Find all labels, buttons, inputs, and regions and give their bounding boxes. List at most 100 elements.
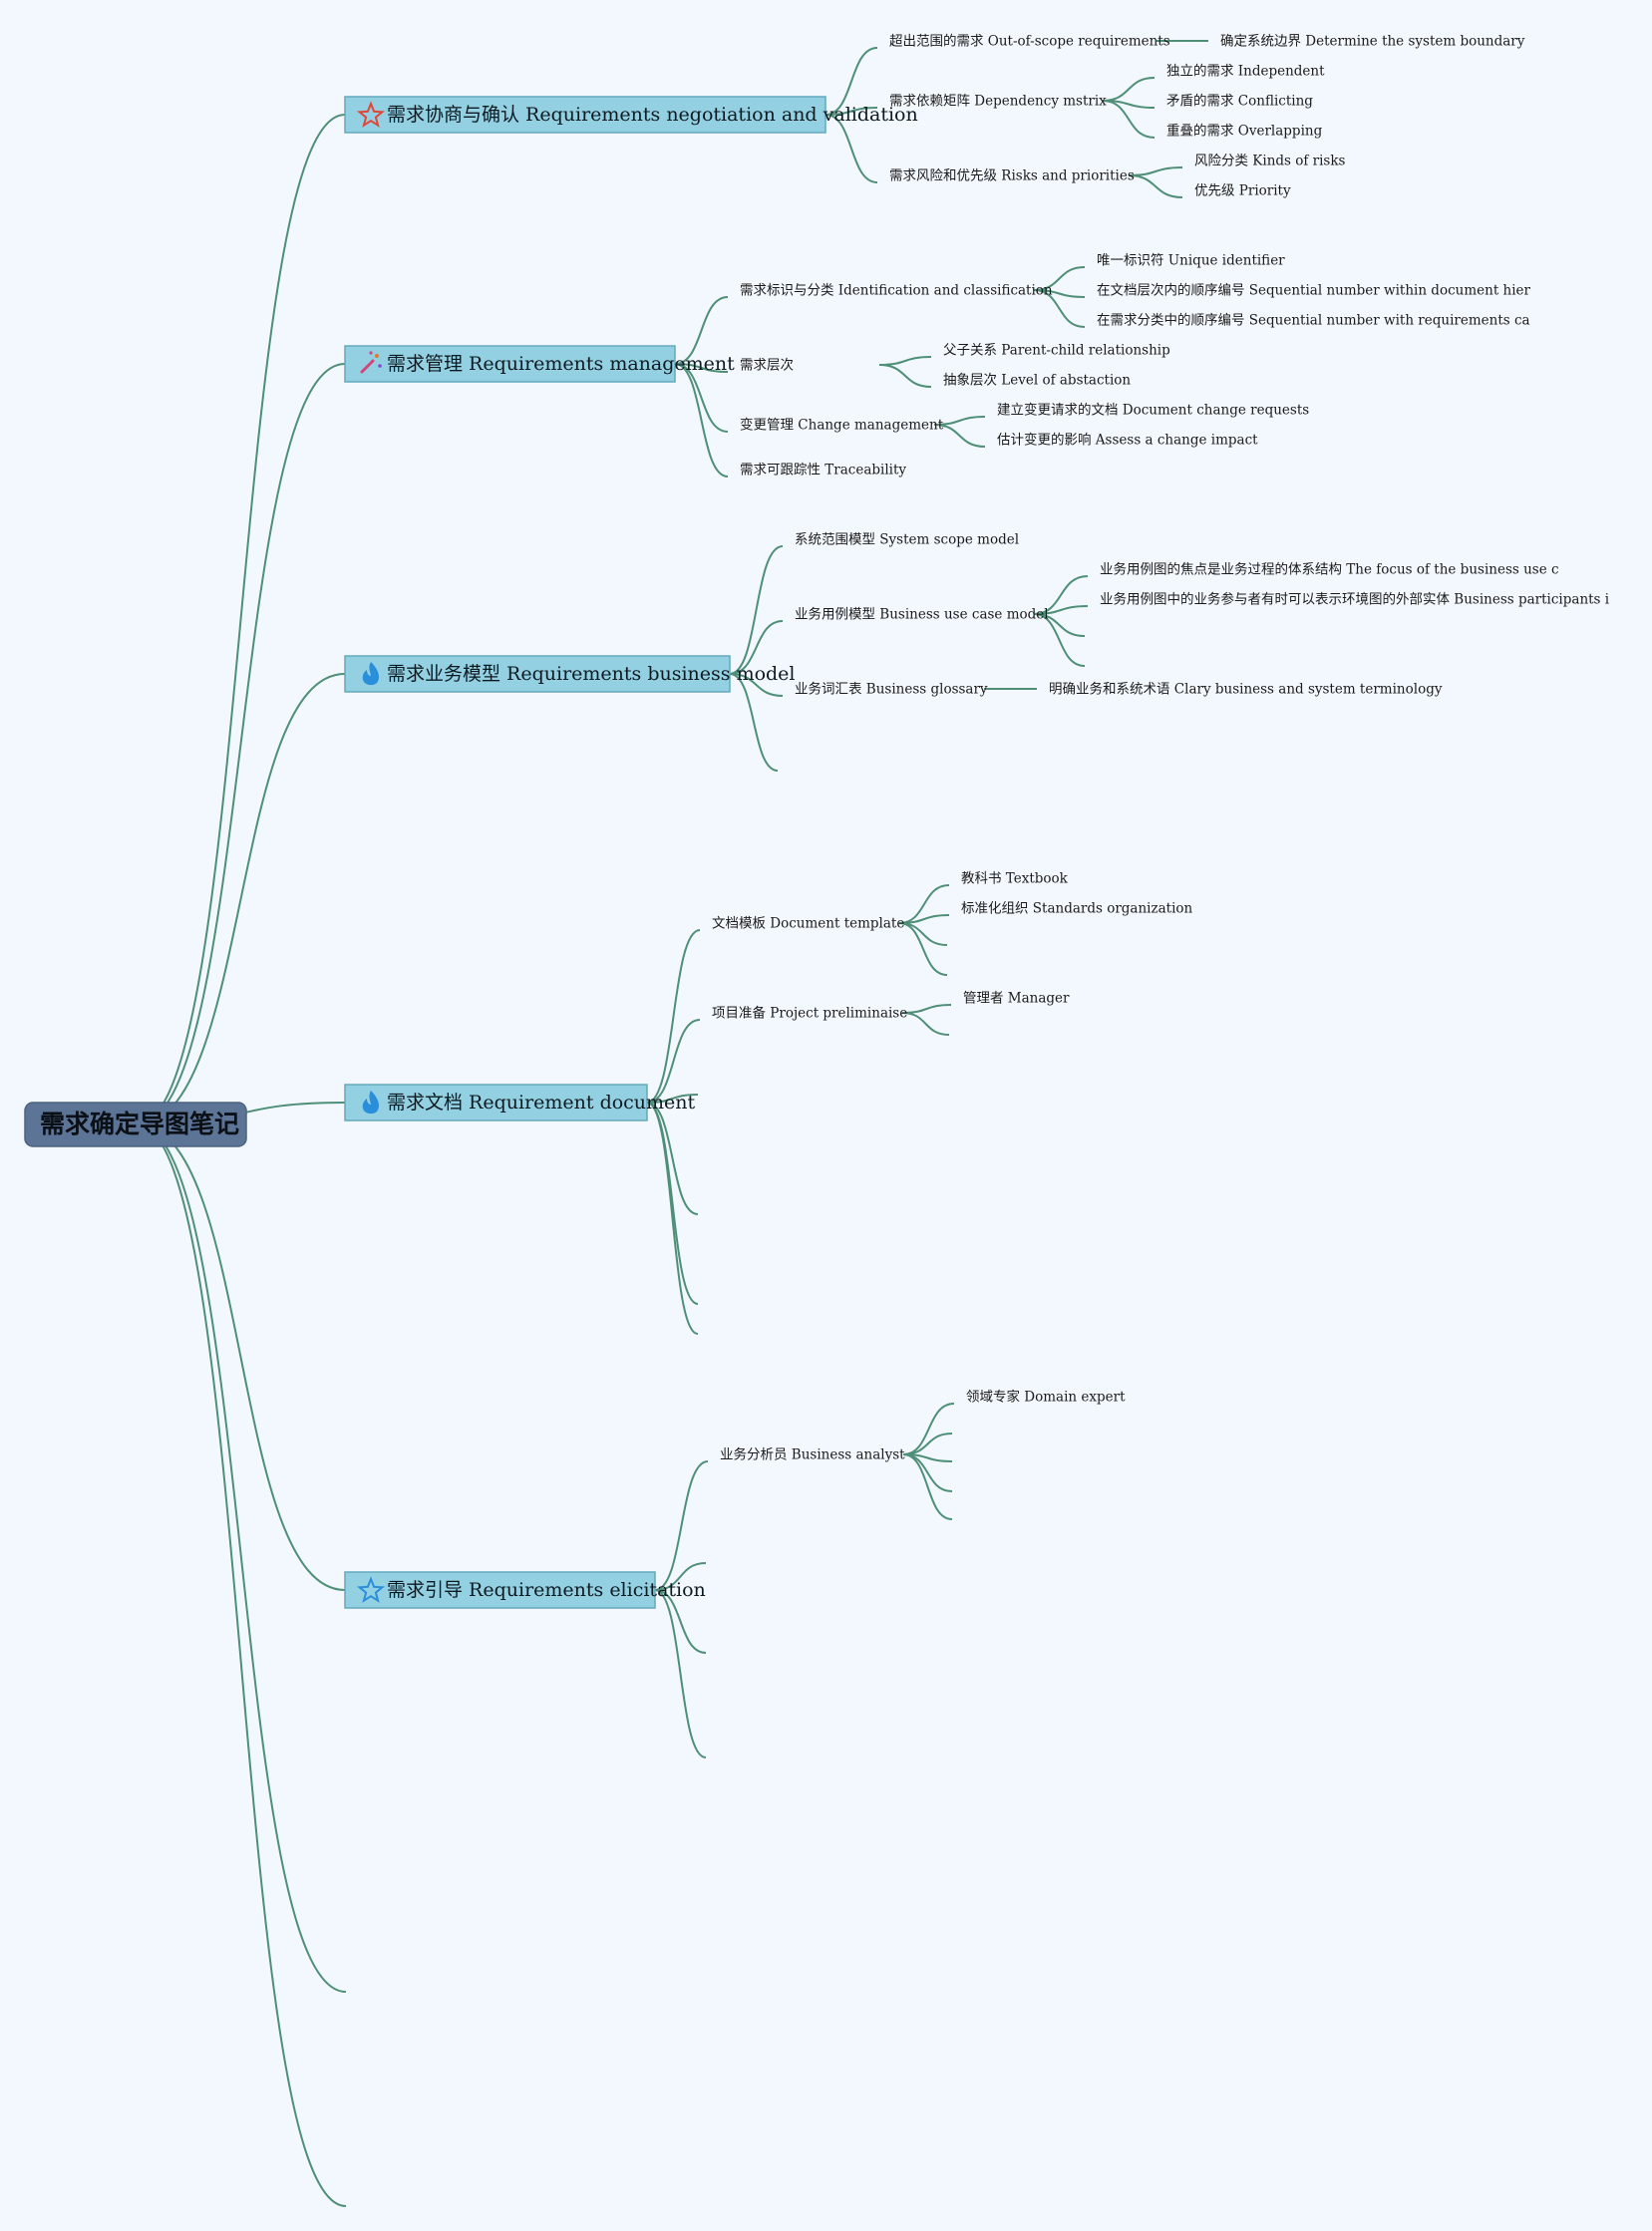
connector-business-model-3 [729,673,779,772]
connector-document-0-1 [898,914,950,924]
empty-topic-document-2[interactable] [686,1086,687,1087]
connector-document-5 [646,1102,699,1335]
root-connector-business-model [136,673,346,1125]
empty-subtopic-elicitation-0-4[interactable] [940,1510,941,1511]
root-node[interactable] [24,1102,247,1147]
connector-negotiation-2-0 [1128,166,1183,176]
empty-topic-document-4[interactable] [686,1295,687,1296]
subtopic-negotiation-2-1[interactable]: 优先级 Priority [1194,183,1291,199]
branch-node-management[interactable] [344,345,676,383]
connector-elicitation-2 [654,1589,707,1654]
empty-subtopic-document-1-1[interactable] [937,1026,938,1027]
subtopic-elicitation-0-0[interactable]: 领域专家 Domain expert [966,1389,1126,1406]
empty-subtopic-elicitation-0-2[interactable] [940,1452,941,1453]
empty-topic-elicitation-3[interactable] [694,1749,695,1750]
connector-management-1 [674,363,729,373]
subtopic-business-model-2-0[interactable]: 明确业务和系统术语 Clary business and system term… [1049,682,1443,698]
root-node-label: 需求确定导图笔记 [40,1110,239,1138]
subtopic-document-1-0[interactable]: 管理者 Manager [963,991,1070,1007]
branch-label-negotiation: 需求协商与确认 Requirements negotiation and val… [387,104,918,126]
flame-icon [362,1091,379,1115]
subtopic-negotiation-1-0[interactable]: 独立的需求 Independent [1166,64,1325,80]
topic-management-1[interactable]: 需求层次 [740,358,794,374]
connector-negotiation-1-2 [1102,100,1156,139]
topic-business-model-0[interactable]: 系统范围模型 System scope model [795,532,1019,548]
subtopic-document-0-0[interactable]: 教科书 Textbook [961,871,1069,887]
topic-document-0[interactable]: 文档模板 Document template [712,916,904,932]
topic-elicitation-0[interactable]: 业务分析员 Business analyst [720,1447,905,1463]
topic-management-0[interactable]: 需求标识与分类 Identification and classificatio… [740,283,1053,299]
subtopic-negotiation-1-2[interactable]: 重叠的需求 Overlapping [1166,124,1323,140]
branch-label-management: 需求管理 Requirements management [387,353,735,375]
topic-negotiation-0[interactable]: 超出范围的需求 Out-of-scope requirements [889,34,1170,50]
topic-business-model-2[interactable]: 业务词汇表 Business glossary [795,682,988,698]
connector-elicitation-0-0 [902,1403,955,1455]
subtopic-business-model-1-0[interactable]: 业务用例图的焦点是业务过程的体系结构 The focus of the busi… [1100,562,1559,578]
topic-document-1[interactable]: 项目准备 Project preliminaise [712,1005,907,1022]
topic-negotiation-2[interactable]: 需求风险和优先级 Risks and priorities [889,168,1135,184]
branch-node-negotiation[interactable] [344,96,826,134]
node-layer: 需求确定导图笔记 需求协商与确认 Requirements negotiation… [24,34,1610,1750]
empty-subtopic-business-model-1-3[interactable] [1073,657,1074,658]
subtopic-management-1-1[interactable]: 抽象层次 Level of abstaction [943,373,1131,389]
subtopic-management-0-2[interactable]: 在需求分类中的顺序编号 Sequential number with requi… [1097,313,1530,329]
branch-label-business-model: 需求业务模型 Requirements business model [387,663,796,685]
empty-subtopic-elicitation-0-1[interactable] [940,1425,941,1426]
root-connector-elicitation [136,1123,346,1591]
root-connector-management [136,363,346,1125]
connector-document-1 [646,1019,701,1104]
branch-node-document[interactable] [344,1084,648,1121]
subtopic-document-0-1[interactable]: 标准化组织 Standards organization [961,901,1193,917]
topic-negotiation-1[interactable]: 需求依赖矩阵 Dependency mstrix [889,94,1107,110]
connector-management-2-1 [933,424,986,448]
branch-label-elicitation: 需求引导 Requirements elicitation [387,1579,706,1601]
branch-node-business-model[interactable] [344,655,731,693]
empty-subtopic-business-model-1-2[interactable] [1073,627,1074,628]
topic-management-2[interactable]: 变更管理 Change management [740,418,944,434]
subtopic-business-model-1-1[interactable]: 业务用例图中的业务参与者有时可以表示环境图的外部实体 Business part… [1100,591,1610,608]
connector-negotiation-1 [825,107,878,116]
subtopic-negotiation-0-0[interactable]: 确定系统边界 Determine the system boundary [1220,34,1525,50]
branch-node-elicitation[interactable] [344,1571,656,1609]
empty-subtopic-document-0-3[interactable] [935,966,936,967]
flame-icon [362,662,379,686]
connector-document-1-1 [901,1012,950,1036]
empty-topic-elicitation-2[interactable] [694,1644,695,1645]
subtopic-management-2-0[interactable]: 建立变更请求的文档 Document change requests [997,403,1309,419]
subtopic-management-0-0[interactable]: 唯一标识符 Unique identifier [1097,253,1285,269]
connector-elicitation-0-1 [902,1433,953,1455]
connector-business-model-2 [729,673,784,697]
connector-document-0 [646,929,701,1104]
root-connector-empty-1 [136,1123,347,1993]
connector-management-0-2 [1033,289,1086,328]
subtopic-management-2-1[interactable]: 估计变更的影响 Assess a change impact [997,433,1258,449]
connector-elicitation-0 [654,1460,709,1591]
subtopic-management-0-1[interactable]: 在文档层次内的顺序编号 Sequential number within doc… [1097,283,1531,299]
empty-subtopic-document-0-2[interactable] [935,936,936,937]
empty-topic-document-5[interactable] [686,1325,687,1326]
empty-topic-elicitation-1[interactable] [694,1554,695,1555]
connector-document-0-2 [898,922,948,946]
connector-business-model-1 [729,620,784,675]
connector-document-0-0 [898,884,950,924]
connector-negotiation-2-1 [1128,174,1183,198]
connector-business-model-1-3 [1033,613,1086,667]
connector-layer [136,40,1208,2207]
subtopic-negotiation-2-0[interactable]: 风险分类 Kinds of risks [1194,154,1346,169]
subtopic-management-1-0[interactable]: 父子关系 Parent-child relationship [943,343,1170,359]
star-outline-icon [356,1576,386,1603]
empty-subtopic-elicitation-0-3[interactable] [940,1482,941,1483]
branch-label-document: 需求文档 Requirement document [387,1092,696,1114]
connector-management-1-1 [878,364,932,388]
topic-business-model-1[interactable]: 业务用例模型 Business use case model [795,607,1049,623]
connector-management-0 [674,296,729,365]
topic-management-3[interactable]: 需求可跟踪性 Traceability [740,463,906,478]
connector-elicitation-0-4 [902,1453,953,1520]
subtopic-negotiation-1-1[interactable]: 矛盾的需求 Conflicting [1166,94,1313,110]
connector-document-2 [646,1094,699,1104]
magic-wand-icon [360,351,382,374]
connector-negotiation-2 [825,114,878,183]
connector-elicitation-3 [654,1589,707,1758]
root-connector-negotiation [136,114,346,1125]
